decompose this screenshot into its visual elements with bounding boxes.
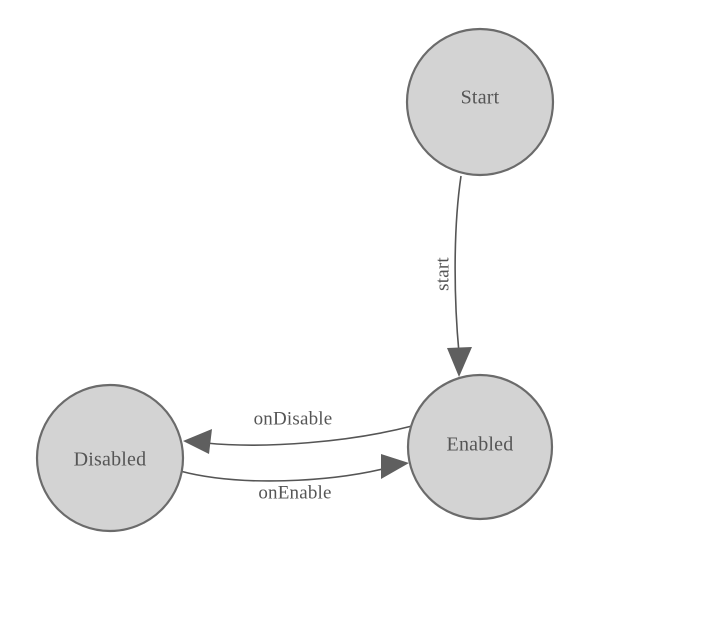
edge-disabled-to-enabled-path	[179, 467, 388, 482]
edge-label-ondisable: onDisable	[254, 408, 333, 429]
edge-disabled-to-enabled[interactable]: onEnable	[179, 454, 409, 503]
edge-label-start: start	[432, 257, 453, 291]
edge-start-to-enabled-arrowhead-icon	[447, 347, 472, 377]
state-node-enabled[interactable]: Enabled	[406, 373, 554, 521]
state-node-enabled-circle	[406, 373, 554, 521]
edge-enabled-to-disabled-arrowhead-icon	[183, 429, 212, 454]
edge-start-to-enabled-path	[454, 175, 462, 354]
edge-label-onenable: onEnable	[258, 482, 331, 503]
edge-start-to-enabled[interactable]: start	[432, 175, 472, 377]
state-node-disabled-label: Disabled	[74, 449, 147, 471]
state-node-disabled-circle	[35, 383, 185, 533]
edge-disabled-to-enabled-arrowhead-icon	[381, 454, 409, 479]
state-node-start-circle	[405, 27, 555, 177]
state-node-enabled-label: Enabled	[447, 434, 514, 456]
state-node-start-label: Start	[461, 87, 500, 109]
state-node-disabled[interactable]: Disabled	[35, 383, 185, 533]
state-node-start[interactable]: Start	[405, 27, 555, 177]
edge-enabled-to-disabled[interactable]: onDisable	[183, 408, 413, 454]
edge-enabled-to-disabled-path	[205, 425, 413, 446]
